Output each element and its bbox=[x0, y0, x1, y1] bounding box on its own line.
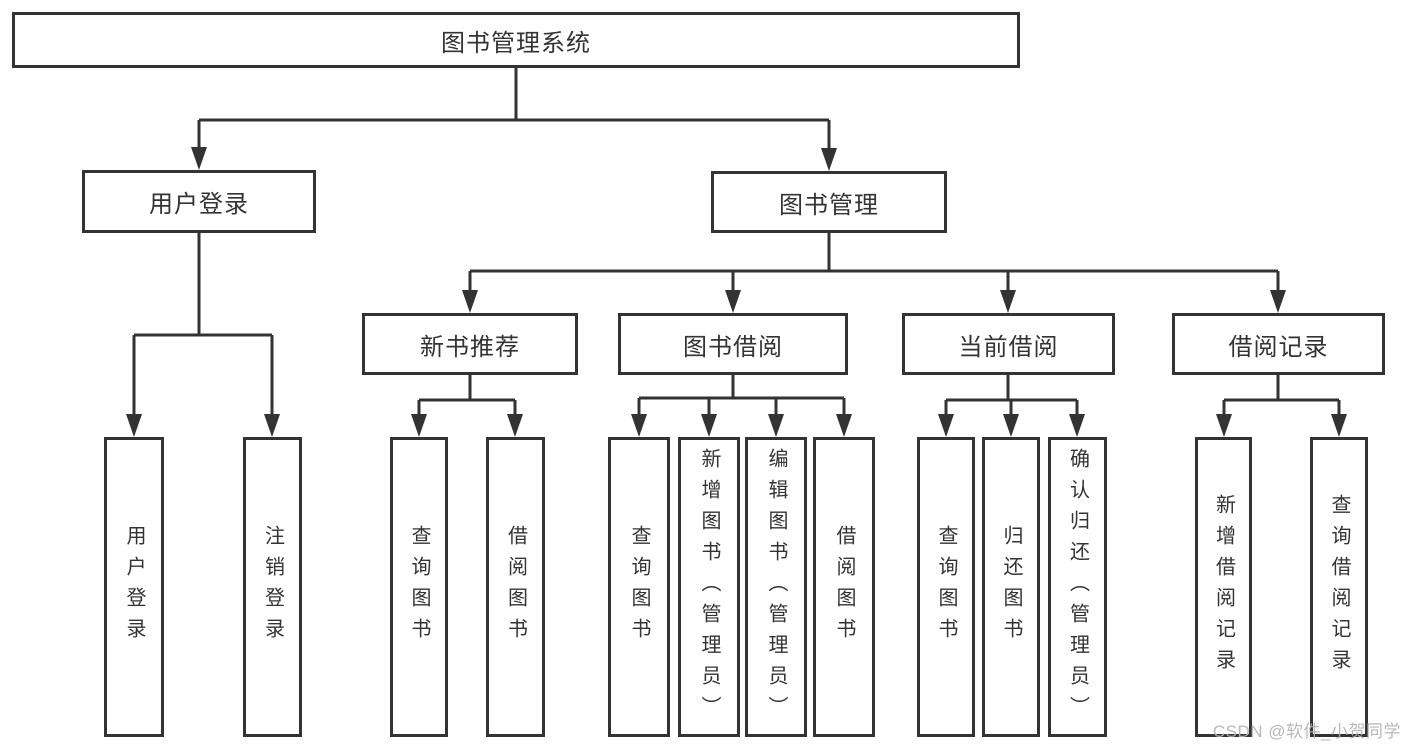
leaf-bb-query-books: 查询图书 bbox=[608, 437, 670, 737]
leaf-label: 归还图书 bbox=[1000, 525, 1022, 649]
leaf-cb-confirm-return-admin: 确认归还（管理员） bbox=[1048, 437, 1107, 737]
leaf-label: 查询图书 bbox=[935, 525, 957, 649]
leaf-label: 查询借阅记录 bbox=[1328, 494, 1350, 680]
leaf-label: 借阅图书 bbox=[833, 525, 855, 649]
leaf-cb-query-books: 查询图书 bbox=[917, 437, 975, 737]
leaf-cb-return-books: 归还图书 bbox=[982, 437, 1040, 737]
node-library-management-system: 图书管理系统 bbox=[12, 12, 1020, 68]
leaf-br-query-record: 查询借阅记录 bbox=[1310, 437, 1368, 737]
node-user-login: 用户登录 bbox=[82, 170, 316, 233]
node-borrowing-records: 借阅记录 bbox=[1172, 313, 1385, 375]
node-current-borrowing: 当前借阅 bbox=[902, 313, 1115, 375]
csdn-watermark: CSDN @软件_小贺同学 bbox=[1212, 722, 1401, 741]
leaf-logout: 注销登录 bbox=[243, 437, 302, 737]
leaf-label: 查询图书 bbox=[408, 525, 430, 649]
leaf-user-login: 用户登录 bbox=[104, 437, 164, 737]
leaf-label: 查询图书 bbox=[628, 525, 650, 649]
node-new-book-recommendation: 新书推荐 bbox=[362, 313, 578, 375]
leaf-label: 注销登录 bbox=[261, 525, 284, 649]
leaf-label: 确认归还（管理员） bbox=[1066, 447, 1089, 727]
leaf-label: 新增借阅记录 bbox=[1212, 494, 1235, 680]
leaf-rec-query-books: 查询图书 bbox=[390, 437, 448, 737]
node-book-management: 图书管理 bbox=[711, 171, 947, 233]
leaf-label: 借阅图书 bbox=[504, 525, 527, 649]
leaf-label: 新增图书（管理员） bbox=[698, 447, 720, 727]
leaf-bb-borrow-books: 借阅图书 bbox=[813, 437, 875, 737]
leaf-br-add-record: 新增借阅记录 bbox=[1195, 437, 1252, 737]
leaf-bb-add-books-admin: 新增图书（管理员） bbox=[678, 437, 740, 737]
leaf-label: 编辑图书（管理员） bbox=[765, 447, 787, 727]
leaf-bb-edit-books-admin: 编辑图书（管理员） bbox=[745, 437, 807, 737]
leaf-rec-borrow-books: 借阅图书 bbox=[486, 437, 545, 737]
leaf-label: 用户登录 bbox=[123, 525, 145, 649]
node-book-borrowing: 图书借阅 bbox=[618, 313, 848, 375]
